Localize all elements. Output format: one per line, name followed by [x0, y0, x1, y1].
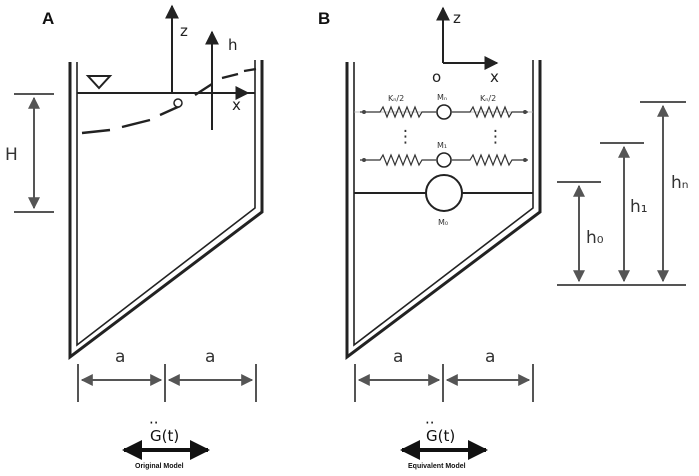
h-dim-label: H — [5, 145, 18, 165]
caption-b: Equivalent Model — [408, 463, 466, 470]
z-axis-label-a: z — [180, 22, 188, 40]
tank-a-inner — [76, 60, 256, 347]
mass-1 — [436, 152, 452, 168]
mass-0-label: M₀ — [438, 218, 448, 227]
excitation-dots-a: ·· — [149, 414, 159, 432]
spring-n-left — [360, 105, 436, 119]
hn-label: hₙ — [671, 173, 689, 193]
spring-n-right-pin — [523, 110, 527, 114]
spring-1-left-pin — [362, 158, 366, 162]
width-label-2-a: a — [205, 347, 215, 367]
mass-1-label: M₁ — [437, 141, 447, 150]
x-axis-label-b: x — [490, 68, 499, 86]
z-axis-label-b: z — [453, 9, 461, 27]
ellipsis-right: ⋮ — [487, 127, 504, 147]
h-axis-label: h — [228, 36, 238, 54]
h1-label: h₁ — [630, 197, 648, 217]
mass-n-label: Mₙ — [437, 93, 447, 102]
origin-label-b: o — [432, 68, 441, 86]
spring-1-right-pin — [523, 158, 527, 162]
h0-label: h₀ — [586, 228, 604, 248]
panel-a: A z h x H a a G(t) — [5, 4, 264, 470]
panel-b: B z x o Mₙ Kₙ/2 Kₙ/2 ⋮ ⋮ M₁ M₀ — [318, 6, 689, 470]
ellipsis-left: ⋮ — [397, 127, 414, 147]
spring-n-right-label: Kₙ/2 — [480, 94, 496, 103]
tank-b-outline — [345, 60, 542, 361]
width-label-2-b: a — [485, 347, 495, 367]
caption-a: Original Model — [135, 463, 184, 470]
origin-marker-a — [173, 98, 183, 108]
spring-1-right — [452, 153, 528, 167]
mass-n — [436, 104, 452, 120]
x-axis-label-a: x — [232, 96, 241, 114]
spring-n-left-pin — [362, 110, 366, 114]
sloshing-surface-dashed — [81, 67, 257, 135]
spring-n-right — [452, 105, 528, 119]
spring-n-left-label: Kₙ/2 — [388, 94, 404, 103]
water-level-icon — [85, 75, 113, 90]
panel-b-label: B — [318, 9, 330, 28]
tank-a-outline — [68, 60, 264, 361]
tank-b-inner — [353, 60, 534, 347]
width-label-1-b: a — [393, 347, 403, 367]
excitation-dots-b: ·· — [425, 414, 435, 432]
spring-1-left — [360, 153, 436, 167]
mass-0 — [425, 174, 463, 212]
width-label-1-a: a — [115, 347, 125, 367]
panel-a-label: A — [42, 9, 54, 28]
